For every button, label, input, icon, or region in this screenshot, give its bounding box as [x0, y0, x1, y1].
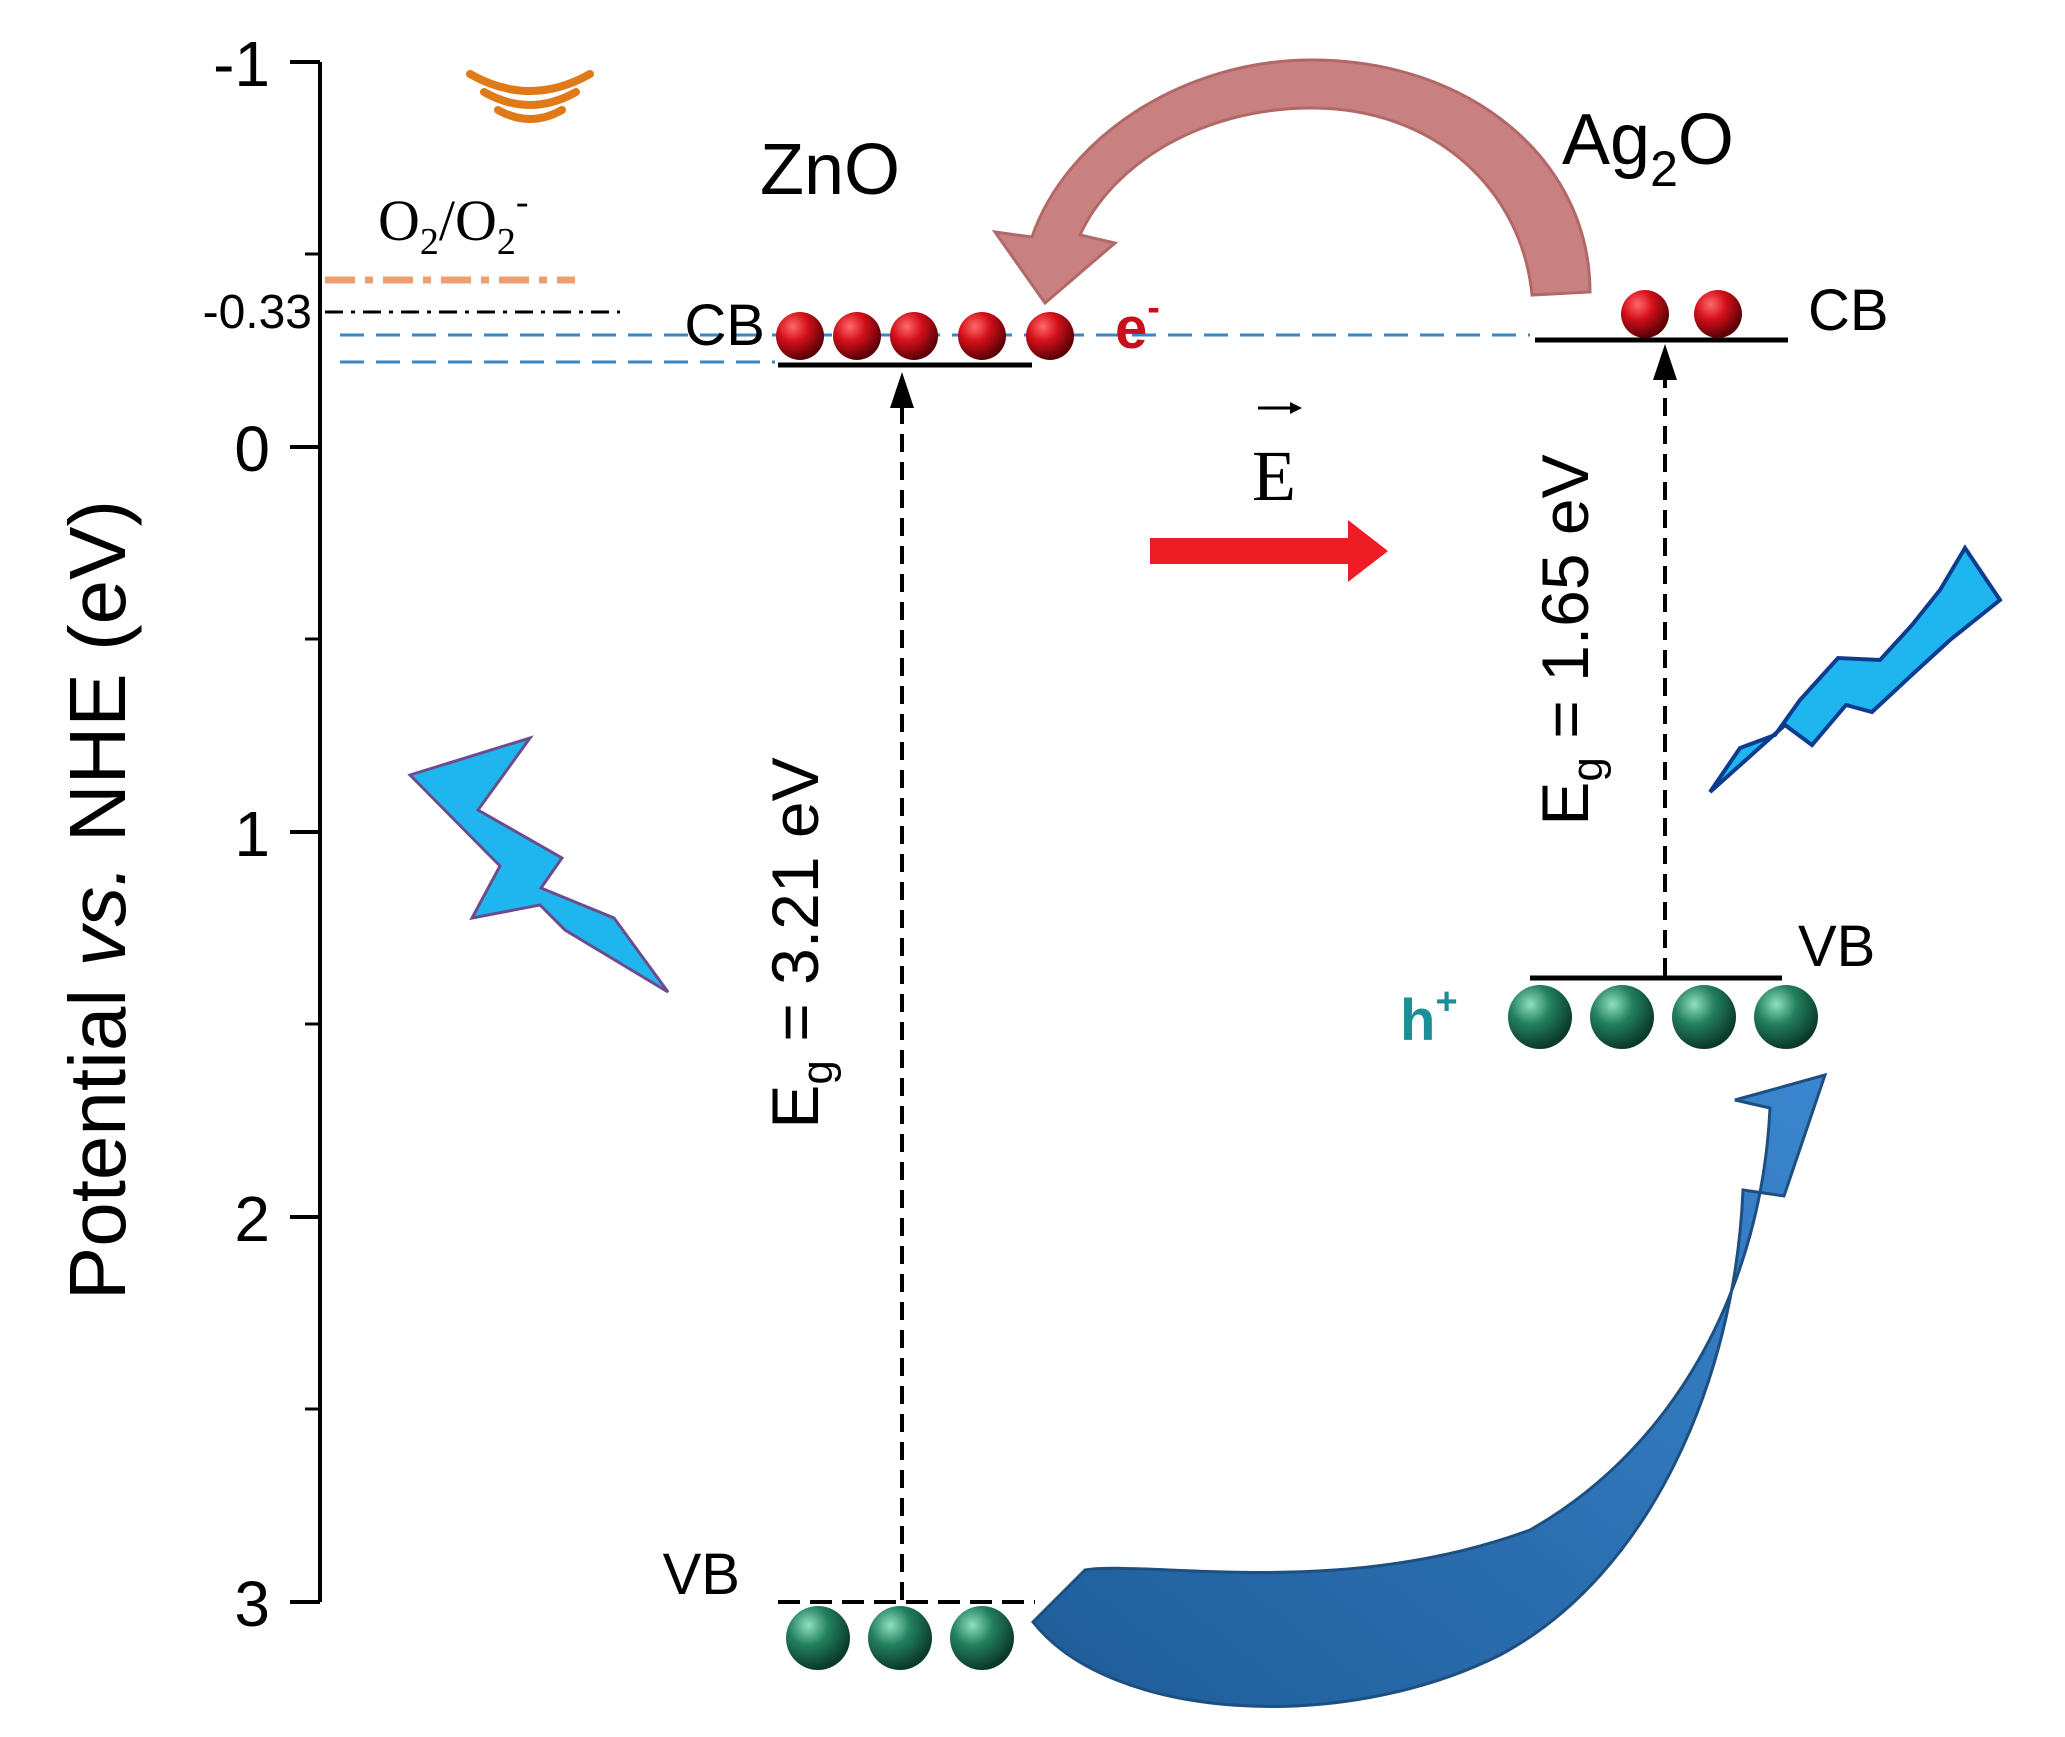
tick-label-2: 2 [234, 1183, 270, 1255]
electron [890, 312, 938, 360]
tick-label-minus1: -1 [213, 28, 270, 100]
special-tick-label: -0.33 [203, 286, 312, 339]
ag2o-vb-label: VB [1798, 914, 1875, 979]
ag2o-holes [1508, 985, 1818, 1049]
electron-transfer-arrow [991, 58, 1592, 306]
field-vector-marker [1258, 402, 1302, 414]
y-axis-label: Potential vs. NHE (eV) [53, 500, 142, 1300]
redox-couple-label: O2/O2- [378, 181, 529, 263]
ag2o-electrons [1621, 290, 1742, 338]
electron [1026, 312, 1074, 360]
electron [833, 312, 881, 360]
zno-bandgap-label: Eg = 3.21 eV [758, 757, 842, 1128]
ag2o-cb-label: CB [1808, 278, 1889, 343]
zno-title: ZnO [760, 130, 900, 210]
light-lightning-icon [1708, 544, 2003, 794]
electron [1694, 290, 1742, 338]
hole-transfer-arrow [1030, 1072, 1828, 1708]
tick-label-3: 3 [234, 1568, 270, 1640]
electron [958, 312, 1006, 360]
hole [1508, 985, 1572, 1049]
zno-excitation-arrow [890, 372, 914, 1600]
zno-electrons [776, 312, 1074, 360]
tick-label-1: 1 [234, 798, 270, 870]
y-axis-major-ticks [290, 60, 320, 1604]
light-lightning-icon [407, 735, 670, 994]
hole [786, 1606, 850, 1670]
hole-label: h+ [1400, 981, 1458, 1053]
y-axis: -1 0 1 2 3 -0.33 Potential vs. NHE (eV) [53, 28, 322, 1640]
hole [1590, 985, 1654, 1049]
zno-holes [786, 1606, 1014, 1670]
zno-vb-label: VB [663, 1542, 740, 1607]
electron-label: e- [1115, 287, 1160, 361]
field-label: E [1252, 436, 1296, 516]
radical-wave-icon [466, 70, 594, 123]
hole [1754, 985, 1818, 1049]
ag2o-excitation-arrow [1653, 344, 1677, 976]
zno-cb-label: CB [684, 293, 765, 358]
hole [868, 1606, 932, 1670]
hole [1672, 985, 1736, 1049]
ag2o-bandgap-label: Eg = 1.65 eV [1528, 454, 1612, 825]
y-axis-minor-ticks [305, 252, 320, 1411]
field-arrow [1150, 520, 1388, 582]
hole [950, 1606, 1014, 1670]
ag2o-title: Ag2O [1562, 100, 1734, 197]
tick-label-0: 0 [234, 413, 270, 485]
electron [776, 312, 824, 360]
electron [1621, 290, 1669, 338]
